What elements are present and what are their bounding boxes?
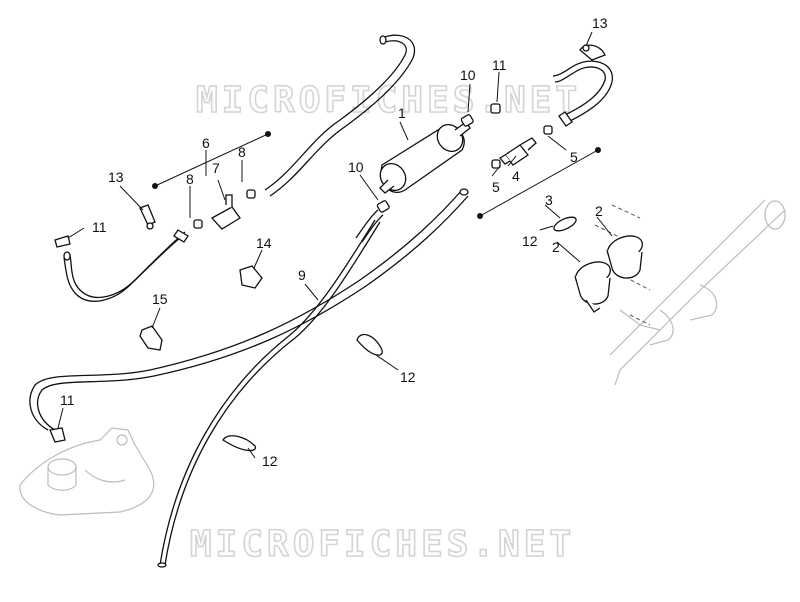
clamp-11-bottom [49, 427, 66, 443]
callout-14: 14 [256, 235, 272, 251]
callout-5-lower: 5 [492, 179, 500, 195]
hose-9 [29, 188, 469, 568]
bracket-15 [139, 325, 163, 351]
callout-13-left: 13 [108, 169, 124, 185]
callout-10-upper: 10 [460, 67, 476, 83]
tie-strap-12-low [222, 435, 257, 452]
connector-10-lower [376, 200, 390, 213]
clip-13-top [579, 44, 606, 61]
gasket-3 [553, 216, 577, 232]
fuel-filter-1 [379, 121, 471, 194]
callout-12-mid: 12 [400, 369, 416, 385]
hose-left [63, 229, 189, 302]
callout-2-lower: 2 [552, 239, 560, 255]
watermark-bottom: MICROFICHES.NET [190, 524, 575, 565]
callout-5-upper: 5 [570, 149, 578, 165]
group-6-bracket [152, 131, 271, 189]
callout-11-left: 11 [92, 219, 107, 235]
callout-10-lower: 10 [348, 159, 364, 175]
callout-9: 9 [298, 267, 306, 283]
callout-7: 7 [212, 160, 220, 176]
frame-ghost [609, 199, 786, 386]
clamp-11-left [54, 235, 71, 248]
group-4-bracket [477, 147, 601, 219]
leader-lines [57, 31, 613, 459]
callout-8-left: 8 [186, 171, 194, 187]
callout-11-top: 11 [492, 57, 507, 73]
callout-2-upper: 2 [595, 203, 603, 219]
fitting-5-upper [543, 125, 553, 135]
fitting-5-lower [491, 159, 501, 169]
callout-12-right: 12 [522, 233, 538, 249]
callout-12-low: 12 [262, 453, 278, 469]
callout-4: 4 [512, 168, 520, 184]
callout-13-top: 13 [592, 15, 608, 31]
connector-10-upper [460, 114, 474, 127]
mount-dash-lines [594, 204, 651, 326]
fuel-tank-ghost [19, 427, 155, 516]
clip-14 [239, 265, 263, 289]
valve-4 [499, 137, 537, 166]
hose-top [264, 34, 416, 197]
clamp-band-2-lower [574, 261, 611, 313]
clip-13-left [139, 204, 156, 230]
watermark-top: MICROFICHES.NET [196, 80, 581, 121]
clamp-band-2-upper [606, 235, 643, 279]
hose-right [552, 60, 613, 127]
callout-1: 1 [398, 105, 406, 121]
callout-15: 15 [152, 291, 168, 307]
valve-7 [193, 189, 256, 230]
callout-8-right: 8 [238, 144, 246, 160]
callout-6: 6 [202, 135, 210, 151]
callout-3: 3 [545, 192, 553, 208]
hose-filter-lower [355, 209, 384, 243]
tie-strap-12-mid [356, 333, 383, 356]
callout-11-bottom: 11 [60, 392, 75, 408]
clamp-11-top [490, 103, 501, 114]
